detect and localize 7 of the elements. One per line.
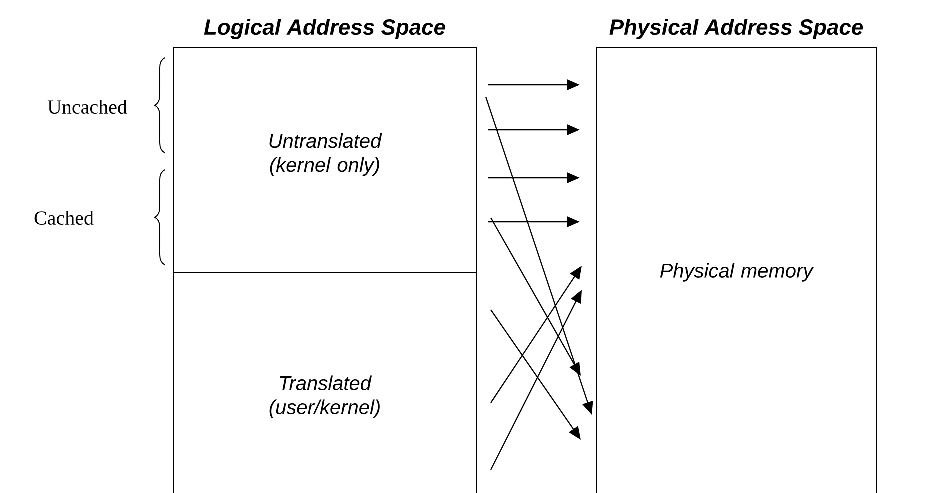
memory-region-box: Physical memory bbox=[596, 47, 877, 493]
region-title: Physical Address Space bbox=[610, 18, 864, 40]
memory-region-box: Untranslated (kernel only) bbox=[173, 47, 477, 273]
brace-label: Cached bbox=[34, 210, 94, 226]
region-title: Logical Address Space bbox=[204, 18, 446, 40]
brace-label: Uncached bbox=[48, 100, 128, 114]
memory-region-box: Translated (user/kernel) bbox=[173, 272, 477, 493]
